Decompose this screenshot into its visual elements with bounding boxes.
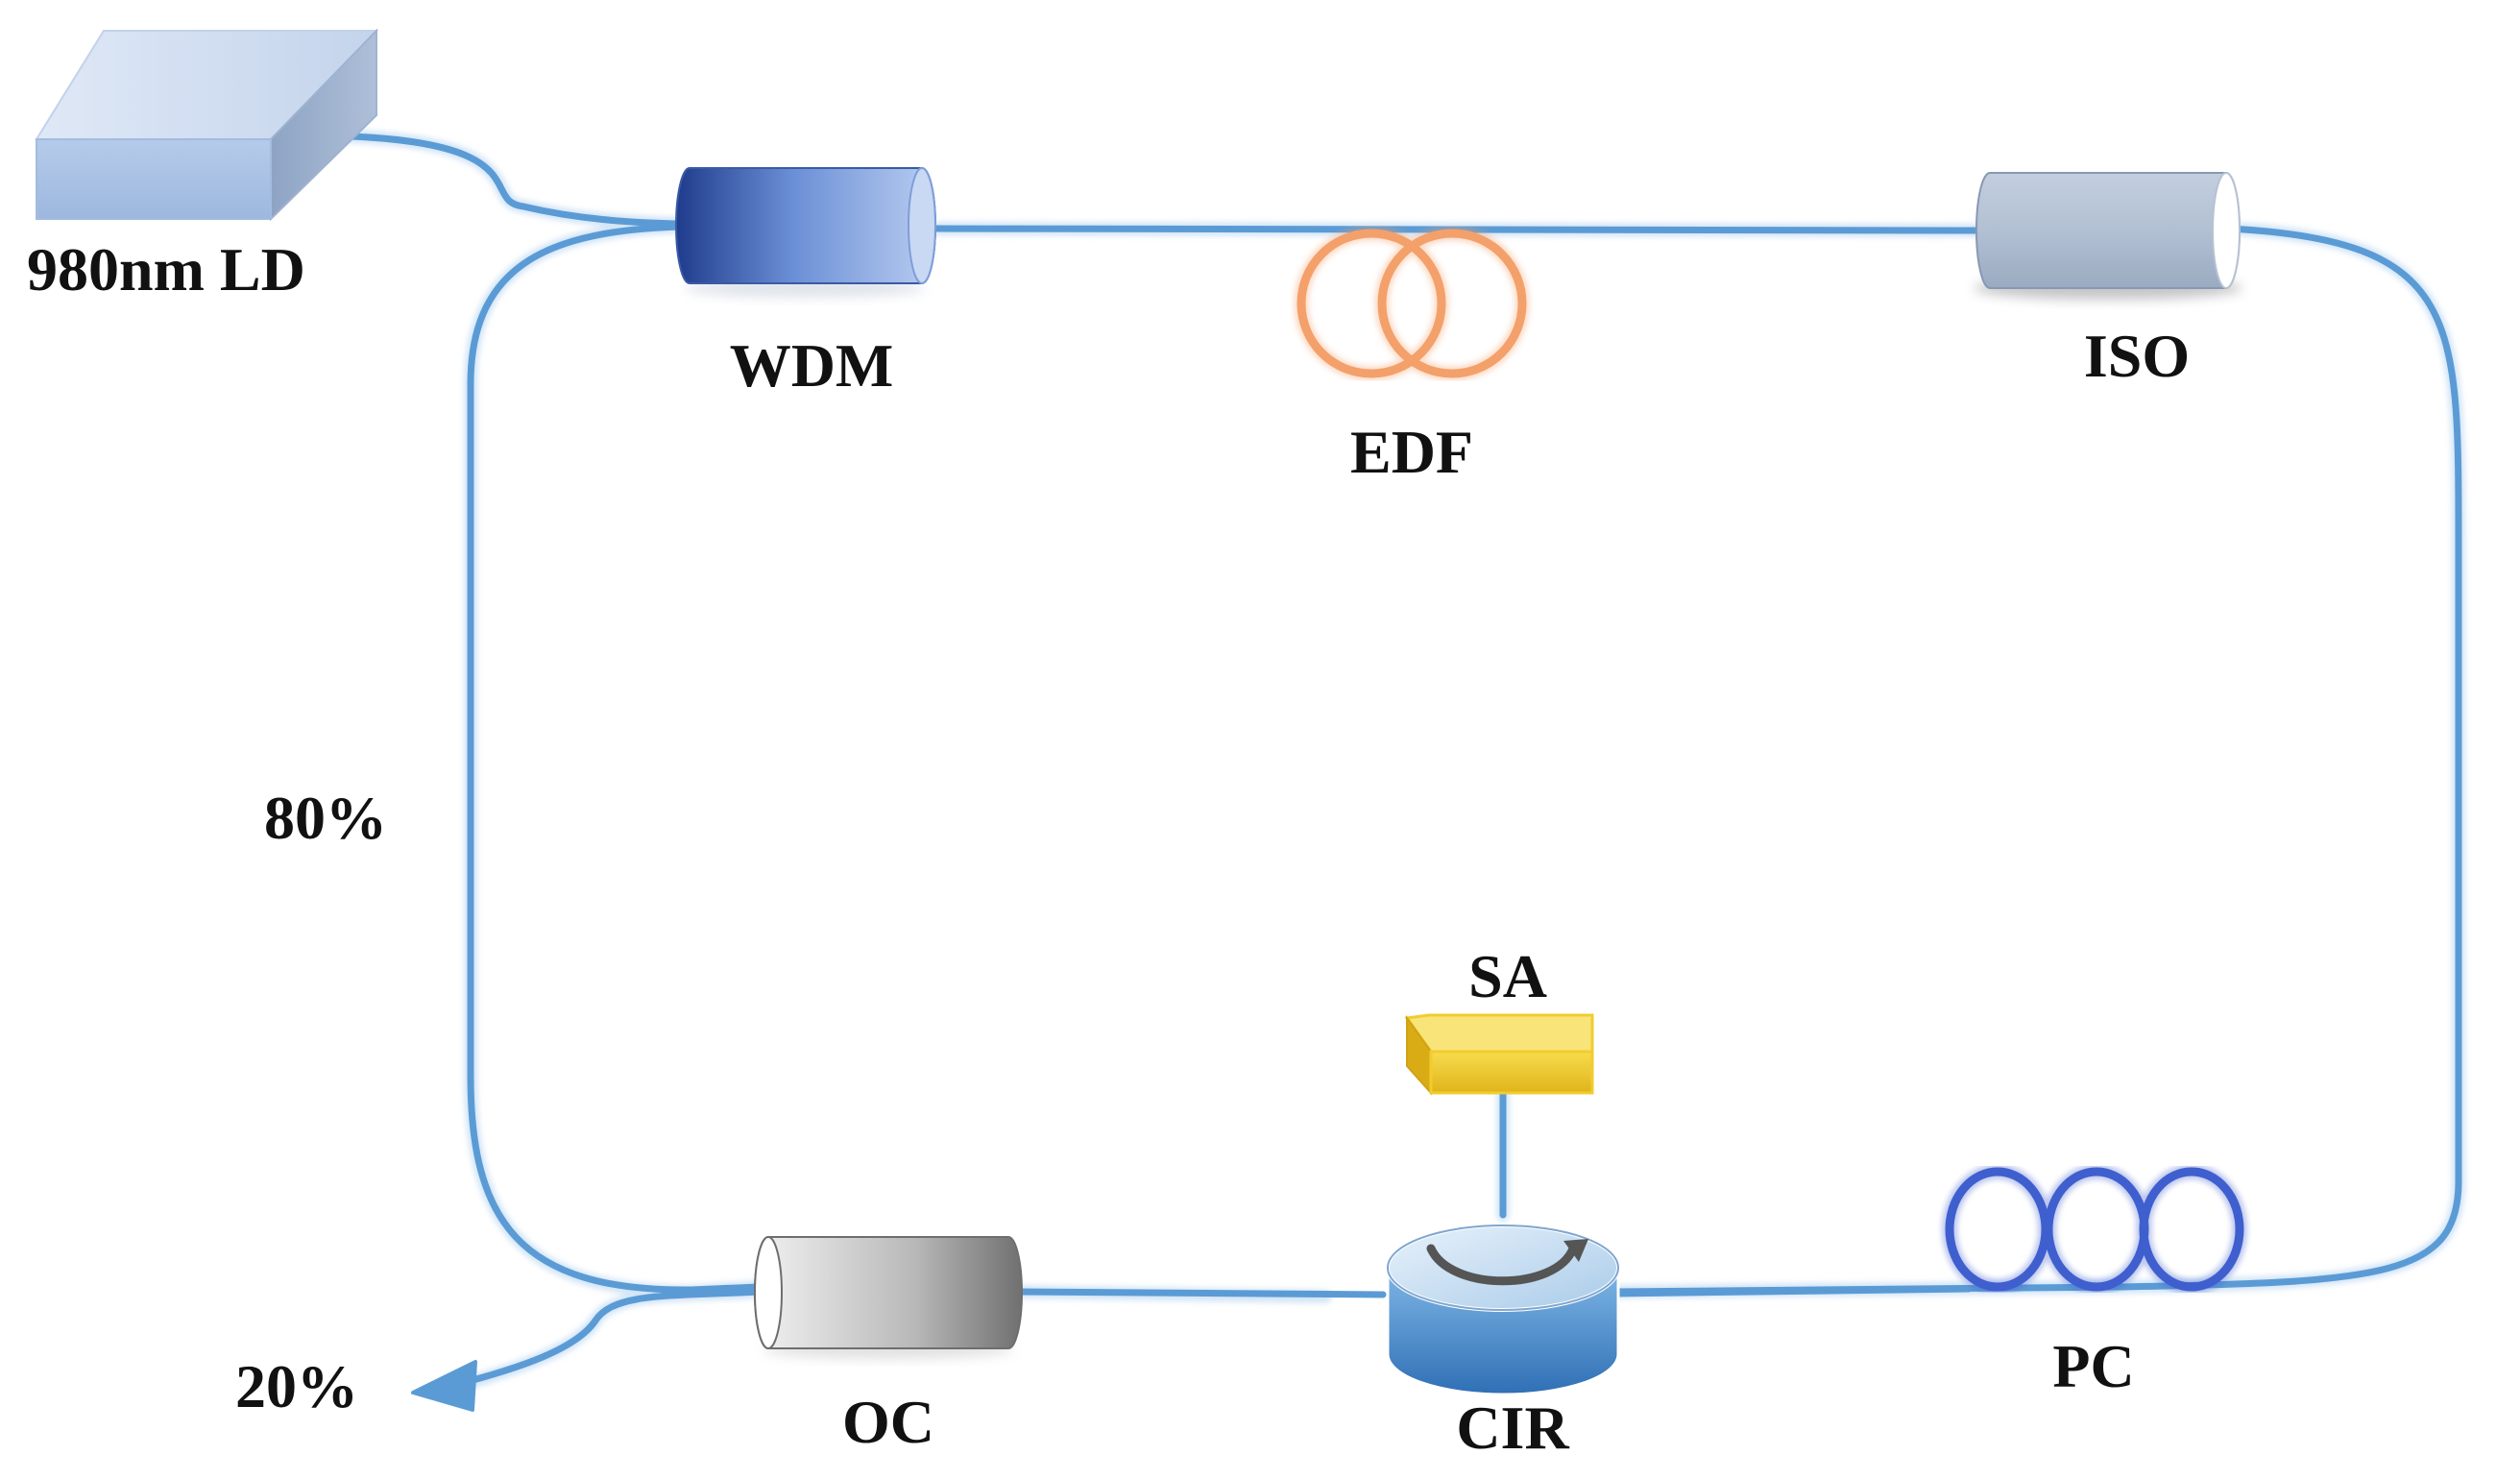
fiber-pc-to-cir: [1610, 1285, 1973, 1297]
ratio-loop-label: 80%: [264, 784, 387, 852]
fiber-coil-icon: [1294, 226, 1530, 381]
polarization-controller-loops: [1942, 1164, 2247, 1295]
fiber-oc-to-wdm: [467, 223, 763, 1294]
oc-label: OC: [842, 1388, 934, 1456]
laser-label: 980nm LD: [27, 235, 305, 303]
fiber-network: [344, 130, 2465, 1412]
isolator-cylinder: [1974, 172, 2242, 300]
wdm-label: WDM: [730, 331, 894, 400]
arrow-left-icon: [411, 1360, 477, 1412]
laser-diode-box: [35, 28, 379, 222]
pc-label: PC: [2052, 1332, 2134, 1400]
iso-label: ISO: [2084, 322, 2190, 390]
saturable-absorber-block: [1404, 1013, 1594, 1096]
wdm-coupler-cylinder: [675, 167, 936, 298]
ratio-out-label: 20%: [235, 1352, 358, 1420]
pump-fiber: [347, 133, 686, 228]
fiber-cir-to-oc: [1014, 1288, 1387, 1298]
sa-label: SA: [1468, 942, 1547, 1010]
output-coupler-cylinder: [754, 1236, 1023, 1359]
edf-label: EDF: [1350, 418, 1473, 486]
circulator-drum: [1386, 1224, 1620, 1396]
fiber-iso-to-pc: [1610, 225, 2462, 1296]
labels: 980nm LD WDM EDF ISO SA CIR PC OC 80% 20…: [27, 235, 2190, 1462]
cir-label: CIR: [1456, 1394, 1569, 1462]
fiber-output: [448, 1288, 763, 1390]
